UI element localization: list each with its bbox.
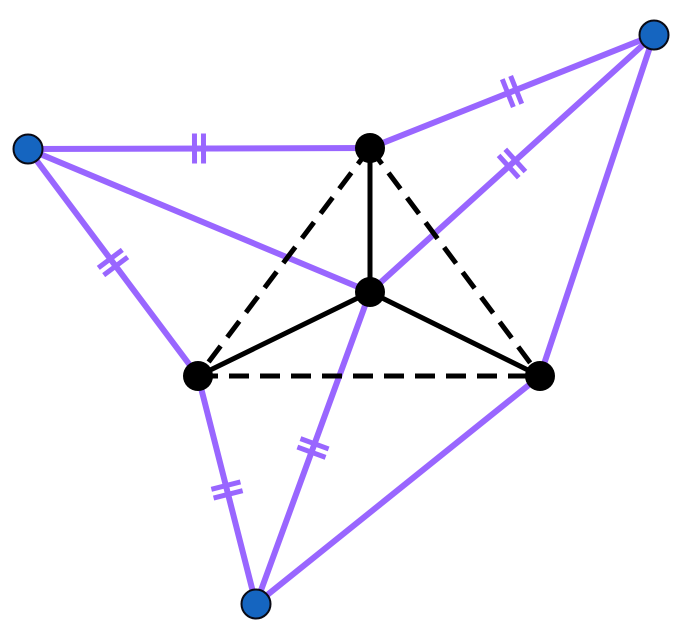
tick-mark-layer <box>96 74 528 501</box>
double-tick-mark-bottom-left-2 <box>210 479 242 492</box>
purple-edge-upper-right-right <box>537 32 657 379</box>
dashed-edge-top-left <box>196 146 372 378</box>
solid-edge-center-right <box>367 289 543 379</box>
double-tick-mark-upper-right-center-1 <box>503 147 528 174</box>
blue-node-bottom <box>240 588 272 620</box>
node-layer <box>12 19 670 620</box>
purple-edge-upper-left-top <box>25 145 373 152</box>
purple-edge-bottom-center <box>253 289 373 607</box>
blue-node-upper-right <box>638 19 670 51</box>
black-node-right <box>525 361 555 391</box>
purple-edge-upper-right-top <box>367 32 657 151</box>
double-tick-mark-bottom-center-2 <box>299 436 330 452</box>
double-tick-mark-upper-left-left-1 <box>96 247 124 270</box>
purple-edge-bottom-right <box>253 373 543 607</box>
purple-edge-bottom-left <box>195 373 259 607</box>
blue-node-upper-left <box>12 133 44 165</box>
purple-edge-upper-right-center <box>367 32 657 295</box>
double-tick-mark-upper-right-top-2 <box>499 78 516 109</box>
black-node-left <box>183 361 213 391</box>
double-tick-mark-upper-left-left-2 <box>102 255 130 278</box>
double-tick-mark-upper-right-top-1 <box>508 74 525 105</box>
purple-edge-layer <box>25 32 657 607</box>
black-node-top <box>355 133 385 163</box>
double-tick-mark-upper-right-center-2 <box>496 153 521 180</box>
dashed-edge-top-right <box>367 146 543 378</box>
double-tick-mark-bottom-center-1 <box>296 444 327 460</box>
black-edge-layer <box>195 145 543 379</box>
solid-edge-center-left <box>195 289 373 379</box>
double-tick-mark-bottom-left-1 <box>212 488 244 501</box>
purple-edge-upper-left-left <box>25 146 201 379</box>
purple-edge-upper-left-center <box>25 146 373 295</box>
black-node-center <box>355 277 385 307</box>
